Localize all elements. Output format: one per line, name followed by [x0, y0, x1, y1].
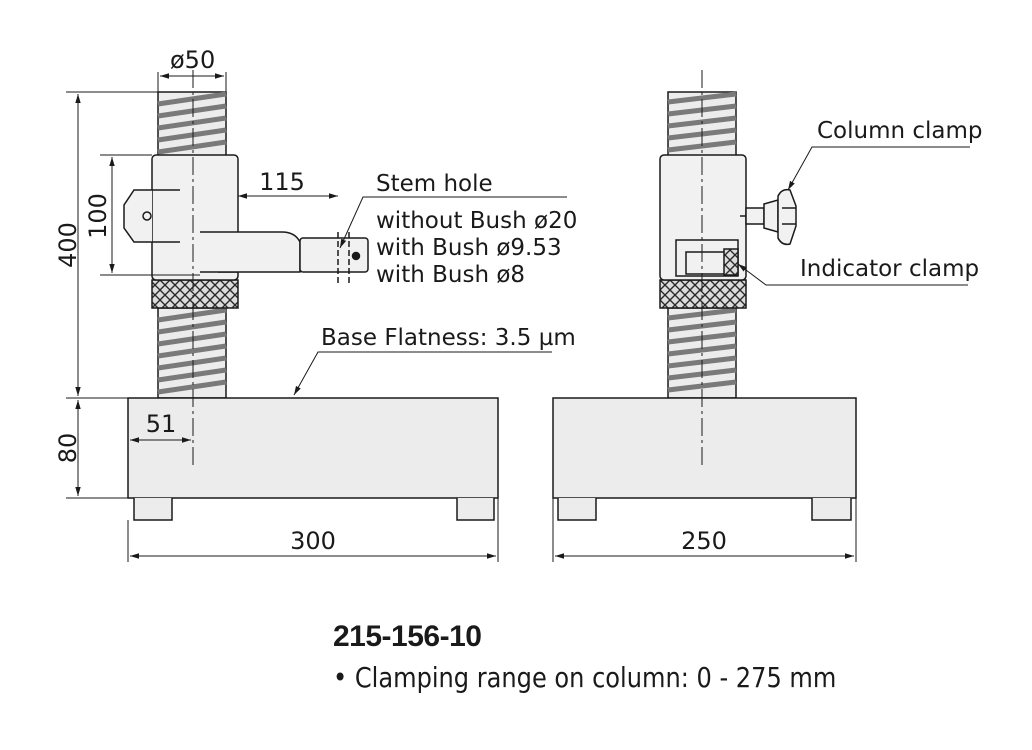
- clamping-range-spec: • Clamping range on column: 0 - 275 mm: [333, 661, 837, 694]
- side-foot-right: [456, 498, 495, 521]
- indicator-clamp-label: Indicator clamp: [800, 256, 979, 282]
- stem-hole-line-1: without Bush ø20: [376, 208, 577, 234]
- side-column-lower: [157, 307, 227, 399]
- side-knurled-ring: [151, 279, 239, 309]
- dim-arm-reach: 115: [259, 168, 305, 196]
- front-foot-right: [811, 498, 852, 521]
- front-view: [552, 70, 857, 521]
- column-clamp-knob: [745, 188, 797, 246]
- dim-column-diameter: ø50: [170, 46, 215, 74]
- dim-base-height: 80: [54, 433, 82, 464]
- side-column-upper: [157, 91, 227, 157]
- front-base: [552, 397, 857, 499]
- side-clamp-knob: [123, 189, 152, 243]
- model-number: 215-156-10: [333, 620, 482, 653]
- side-foot-left: [133, 498, 173, 521]
- stem-holder: [299, 237, 369, 273]
- stem-hole-title: Stem hole: [376, 171, 493, 197]
- column-clamp-label: Column clamp: [817, 118, 983, 144]
- side-arm: [200, 231, 301, 273]
- stem-hole-line-2: with Bush ø9.53: [376, 235, 562, 261]
- dim-base-depth: 250: [681, 527, 727, 555]
- front-dimensions: [552, 146, 970, 562]
- dim-column-offset: 51: [146, 410, 177, 438]
- dim-arm-block-height: 100: [84, 193, 112, 239]
- front-foot-left: [557, 498, 597, 521]
- side-base: [127, 397, 499, 499]
- dim-base-width: 300: [290, 527, 336, 555]
- indicator-clamp: [675, 239, 739, 277]
- base-flatness-label: Base Flatness: 3.5 µm: [321, 325, 576, 351]
- dim-total-height: 400: [54, 222, 82, 268]
- side-dimensions: [66, 72, 567, 562]
- side-view: [123, 70, 499, 521]
- front-knurled-ring: [659, 279, 747, 309]
- stem-hole-line-3: with Bush ø8: [376, 262, 525, 288]
